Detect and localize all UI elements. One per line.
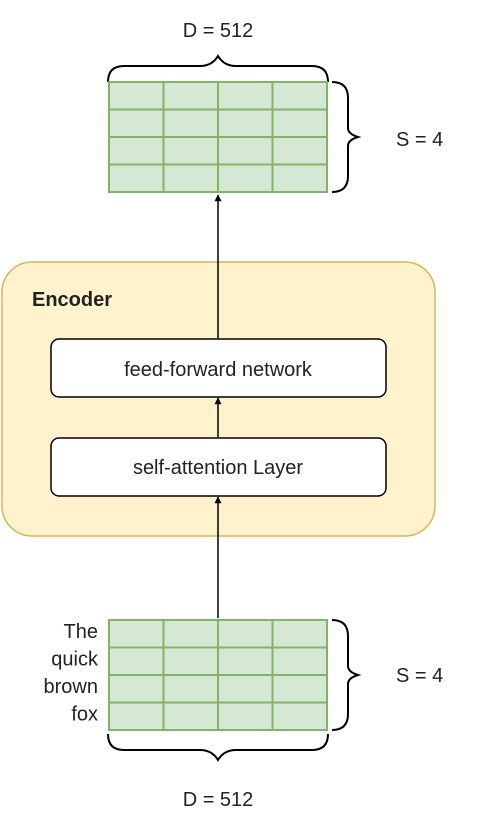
input-matrix-cell-r1-c2 xyxy=(162,619,219,649)
input-token-3: brown xyxy=(44,676,98,698)
input-width-label: D = 512 xyxy=(183,789,254,811)
input-token-1: The xyxy=(64,621,98,643)
input-matrix-cell-r1-c1 xyxy=(108,619,165,649)
input-token-labels: The quick brown fox xyxy=(44,621,99,726)
input-matrix-cell-r1-c3 xyxy=(217,619,274,649)
output-width-brace xyxy=(107,54,329,83)
output-matrix-cell-r3-c4 xyxy=(271,136,328,166)
output-matrix-cell-r3-c3 xyxy=(217,136,274,166)
output-matrix-cell-r3-c2 xyxy=(162,136,219,166)
feed-forward-network-box xyxy=(50,338,387,398)
output-matrix-cell-r1-c4 xyxy=(271,81,328,111)
output-matrix-cell-r2-c4 xyxy=(271,108,328,138)
input-matrix-cell-r2-c3 xyxy=(217,646,274,676)
output-matrix-cell-r2-c3 xyxy=(217,108,274,138)
input-matrix-cell-r4-c1 xyxy=(108,701,165,731)
output-matrix-cell-r2-c2 xyxy=(162,108,219,138)
input-matrix xyxy=(108,619,328,731)
input-matrix-cell-r4-c3 xyxy=(217,701,274,731)
input-matrix-cell-r2-c1 xyxy=(108,646,165,676)
input-matrix-cell-r4-c2 xyxy=(162,701,219,731)
input-matrix-cell-r2-c2 xyxy=(162,646,219,676)
input-matrix-cell-r1-c4 xyxy=(271,619,328,649)
input-token-2: quick xyxy=(51,649,99,671)
output-matrix-cell-r3-c1 xyxy=(108,136,165,166)
encoder-title: Encoder xyxy=(32,289,112,311)
input-height-label: S = 4 xyxy=(396,665,443,687)
output-matrix-cell-r2-c1 xyxy=(108,108,165,138)
output-matrix-cell-r4-c3 xyxy=(217,163,274,193)
input-width-brace xyxy=(107,733,329,762)
output-matrix-cell-r1-c3 xyxy=(217,81,274,111)
input-matrix-cell-r3-c1 xyxy=(108,674,165,704)
output-matrix-cell-r4-c4 xyxy=(271,163,328,193)
output-matrix-cell-r4-c2 xyxy=(162,163,219,193)
input-token-4: fox xyxy=(71,704,98,726)
output-matrix-cell-r4-c1 xyxy=(108,163,165,193)
output-matrix-cell-r1-c1 xyxy=(108,81,165,111)
input-matrix-cell-r4-c4 xyxy=(271,701,328,731)
output-height-brace xyxy=(331,81,362,193)
output-matrix-cell-r1-c2 xyxy=(162,81,219,111)
input-height-brace xyxy=(331,619,362,731)
output-height-label: S = 4 xyxy=(396,129,443,151)
input-matrix-cell-r3-c4 xyxy=(271,674,328,704)
self-attention-layer-label: self-attention Layer xyxy=(133,457,303,479)
input-matrix-cell-r3-c3 xyxy=(217,674,274,704)
feed-forward-network-label: feed-forward network xyxy=(124,359,313,381)
input-matrix-cell-r2-c4 xyxy=(271,646,328,676)
output-width-label: D = 512 xyxy=(183,20,254,42)
self-attention-layer-box xyxy=(50,437,387,497)
input-matrix-cell-r3-c2 xyxy=(162,674,219,704)
output-matrix xyxy=(108,81,328,193)
